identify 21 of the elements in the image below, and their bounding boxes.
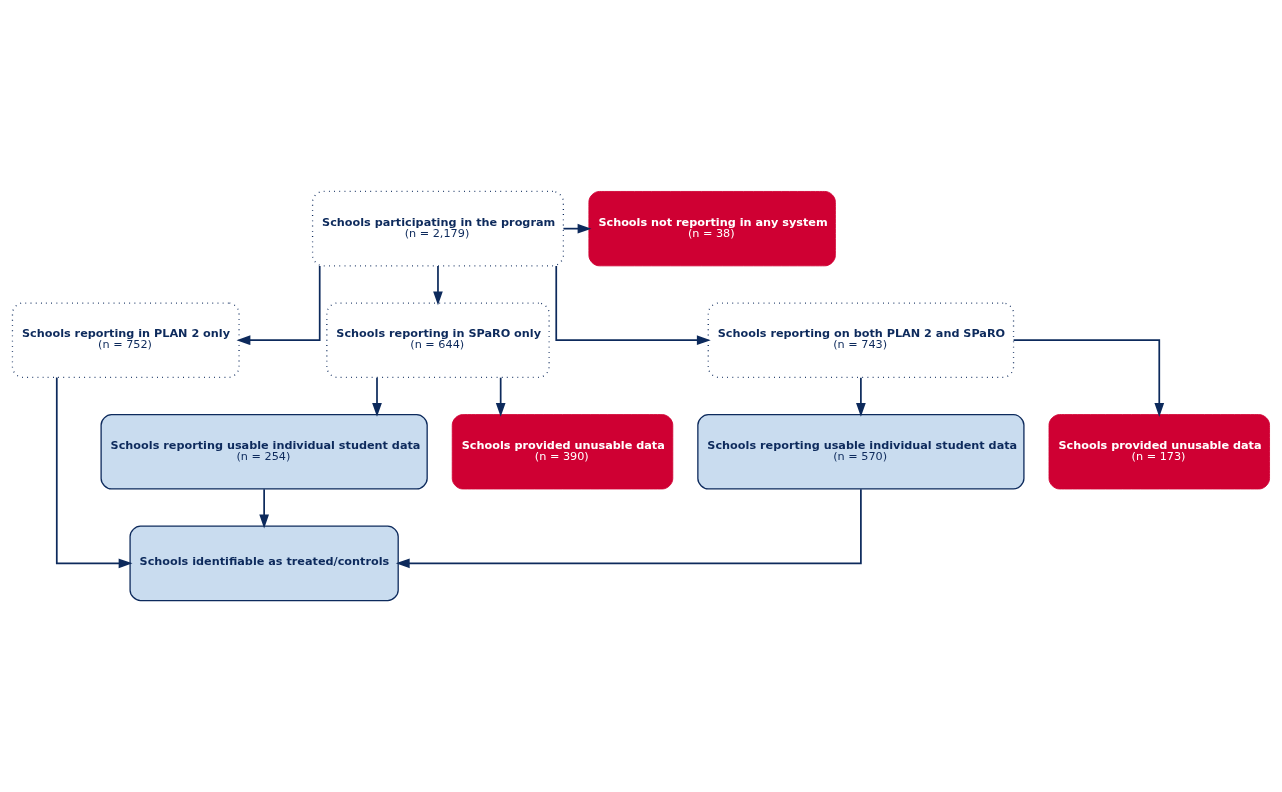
- arrow: [259, 488, 269, 529]
- node-box: Schools not reporting in any system (n = 38): [588, 191, 836, 267]
- arrow: [395, 488, 862, 569]
- arrow: [433, 265, 443, 306]
- node-box: Schools reporting usable individual student data (n = 570): [697, 413, 1025, 490]
- arrow: [236, 265, 321, 346]
- arrow: [1012, 339, 1165, 417]
- node-box: Schools provided unusable data (n = 390): [451, 414, 674, 490]
- node-box: Schools reporting usable individual student data (n = 254): [100, 413, 428, 490]
- arrow: [562, 223, 592, 234]
- node-box: Schools provided unusable data (n = 173): [1048, 414, 1270, 490]
- arrow: [495, 376, 506, 417]
- node-box: Schools reporting in SPaRO only (n = 644): [326, 302, 550, 379]
- node-box: Schools identifiable as treated/controls: [129, 525, 399, 602]
- node-box: Schools participating in the program (n = 2,179): [311, 190, 565, 267]
- arrow: [856, 376, 866, 417]
- arrow: [555, 265, 711, 346]
- node-box: Schools reporting on both PLAN 2 and SPaRO (n = 743): [707, 302, 1015, 379]
- arrow: [55, 376, 133, 569]
- arrow: [372, 376, 382, 417]
- node-box: Schools reporting in PLAN 2 only (n = 752): [11, 302, 240, 379]
